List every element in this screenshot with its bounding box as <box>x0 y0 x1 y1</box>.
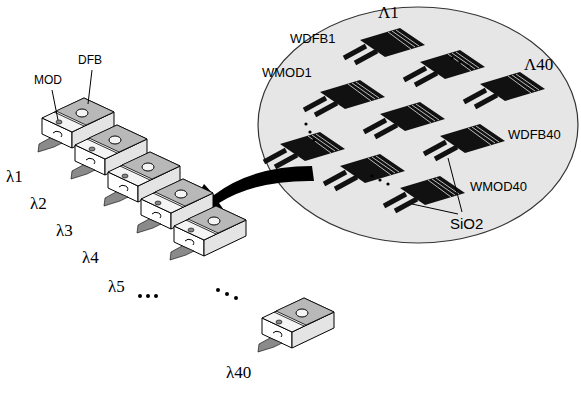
grating-period: Λ1 <box>378 4 399 21</box>
wavelength-label: λ1 <box>6 168 23 185</box>
wavelength-label: λ2 <box>30 195 47 212</box>
mask-label: SiO2 <box>450 216 483 231</box>
grating-period: Λ40 <box>524 56 553 73</box>
wavelength-label: λ40 <box>226 364 251 381</box>
wavelength-label: λ3 <box>56 222 73 239</box>
stripe-width: WDFB1 <box>290 32 336 45</box>
stripe-width: WDFB40 <box>508 128 561 141</box>
section-label: DFB <box>78 54 102 66</box>
stripe-width: WMOD40 <box>470 180 527 193</box>
stripe-width: WMOD1 <box>262 66 312 79</box>
wavelength-label: λ5 <box>108 278 125 295</box>
wavelength-label: λ4 <box>82 249 99 266</box>
section-label: MOD <box>34 74 62 86</box>
